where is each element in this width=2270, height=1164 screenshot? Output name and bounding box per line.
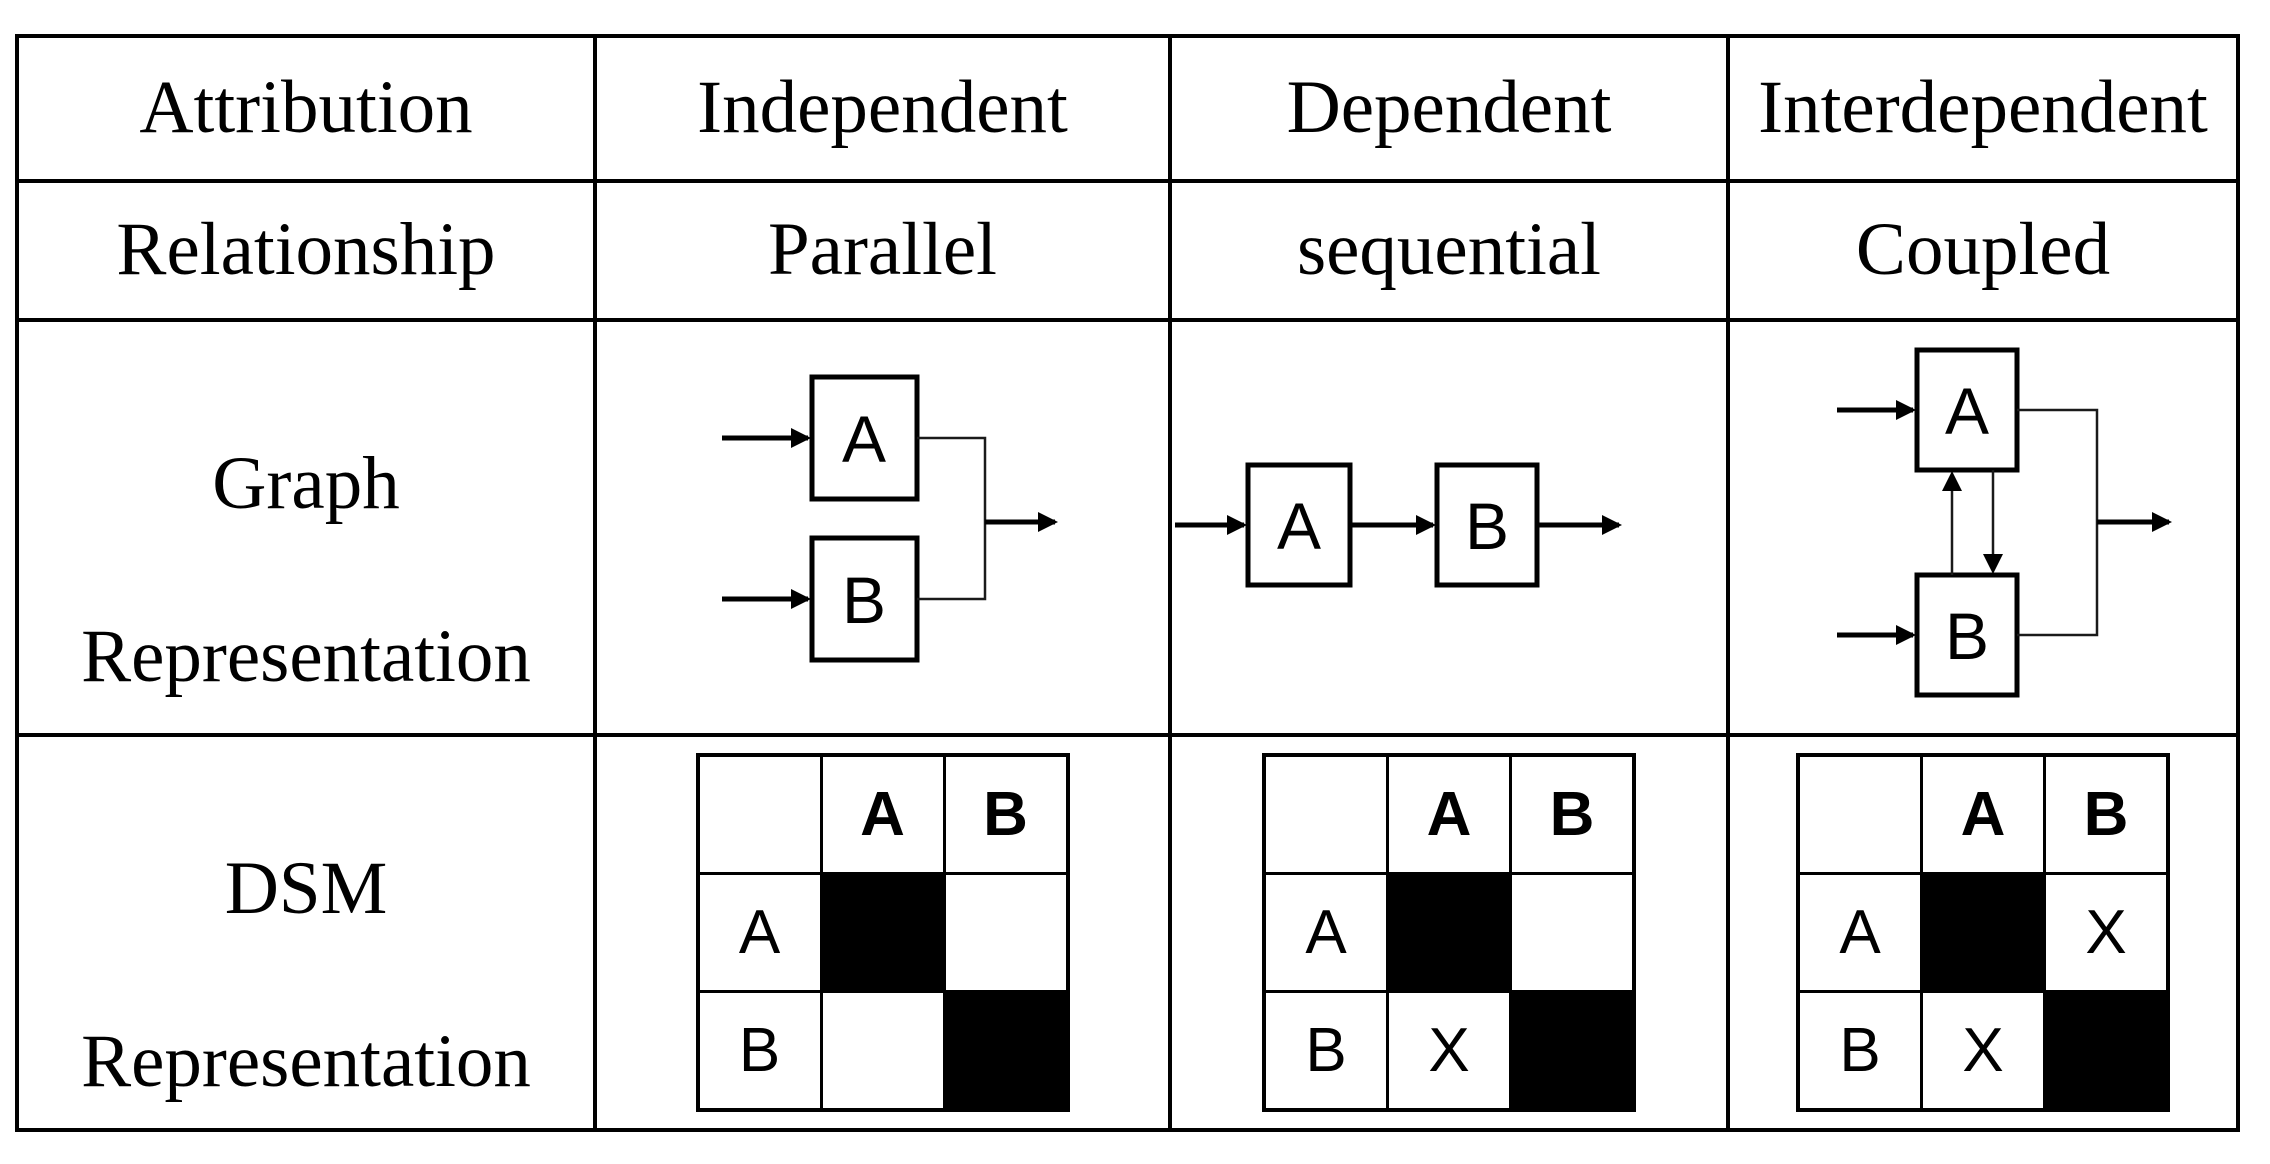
graph-coupled-cell: A B [1730, 322, 2236, 733]
node-label-b: B [1465, 489, 1509, 563]
dsm-interdependent-cell: A B A X B X [1730, 737, 2236, 1128]
dsm-independent-cell: A B A B [597, 737, 1168, 1128]
dsm-cell-b-b-filled [2046, 993, 2166, 1108]
dsm-corner-cell [699, 757, 820, 872]
dsm-representation-row-label: DSM Representation [19, 737, 593, 1128]
dsm-corner-cell [1800, 757, 1920, 872]
dsm-cell-a-b-x-mark: X [2046, 875, 2166, 990]
relationship-parallel: Parallel [597, 183, 1168, 318]
dsm-col-header-a: A [822, 757, 943, 872]
dsm-grid-interdependent: A B A X B X [1796, 753, 2170, 1112]
dsm-corner-cell [1266, 757, 1386, 872]
dsm-row-header-b: B [1266, 993, 1386, 1108]
dsm-cell-a-a-filled [822, 875, 943, 990]
dsm-cell-a-a-filled [1923, 875, 2043, 990]
output-junction-connector [2017, 408, 2099, 637]
dsm-cell-a-b [1512, 875, 1632, 990]
relationship-row-label: Relationship [19, 183, 593, 318]
dsm-col-header-b: B [945, 757, 1066, 872]
dsm-cell-b-b-filled [945, 993, 1066, 1108]
node-label-b: B [842, 563, 886, 637]
node-label-a: A [842, 402, 886, 476]
dsm-col-header-a: A [1389, 757, 1509, 872]
sequential-graph-diagram: A B [1175, 462, 1622, 588]
dsm-row-header-b: B [1800, 993, 1920, 1108]
column-header-interdependent: Interdependent [1730, 38, 2236, 179]
dsm-col-header-b: B [2046, 757, 2166, 872]
dsm-comparison-table: Attribution Independent Dependent Interd… [15, 34, 2240, 1132]
graph-representation-row-label: Graph Representation [19, 322, 593, 733]
dsm-cell-a-a-filled [1389, 875, 1509, 990]
dsm-label-line1: DSM [224, 847, 388, 931]
relationship-sequential: sequential [1172, 183, 1726, 318]
dsm-grid-independent: A B A B [695, 753, 1070, 1112]
output-junction-connector [917, 436, 987, 601]
dsm-row-header-a: A [1266, 875, 1386, 990]
graph-sequential-cell: A B [1172, 322, 1726, 733]
dsm-row-header-a: A [1800, 875, 1920, 990]
dsm-cell-b-b-filled [1512, 993, 1632, 1108]
column-header-independent: Independent [597, 38, 1168, 179]
dsm-cell-b-a-x-mark: X [1923, 993, 2043, 1108]
dsm-col-header-b: B [1512, 757, 1632, 872]
graph-label-line1: Graph [212, 442, 400, 526]
dsm-label-line2: Representation [81, 1019, 531, 1103]
node-label-a: A [1277, 489, 1321, 563]
dsm-cell-a-b [945, 875, 1066, 990]
relationship-coupled: Coupled [1730, 183, 2236, 318]
node-label-a: A [1945, 374, 1989, 448]
attribution-row-label: Attribution [19, 38, 593, 179]
coupled-graph-diagram: A B [1837, 347, 2172, 698]
dsm-row-header-a: A [699, 875, 820, 990]
dsm-cell-b-a [822, 993, 943, 1108]
dsm-cell-b-a-x-mark: X [1389, 993, 1509, 1108]
parallel-graph-diagram: A B [722, 374, 1058, 663]
graph-label-line2: Representation [81, 614, 531, 698]
node-label-b: B [1945, 599, 1989, 673]
column-header-dependent: Dependent [1172, 38, 1726, 179]
dsm-dependent-cell: A B A B X [1172, 737, 1726, 1128]
dsm-row-header-b: B [699, 993, 820, 1108]
graph-parallel-cell: A B [597, 322, 1168, 733]
dsm-grid-dependent: A B A B X [1262, 753, 1636, 1112]
dsm-col-header-a: A [1923, 757, 2043, 872]
